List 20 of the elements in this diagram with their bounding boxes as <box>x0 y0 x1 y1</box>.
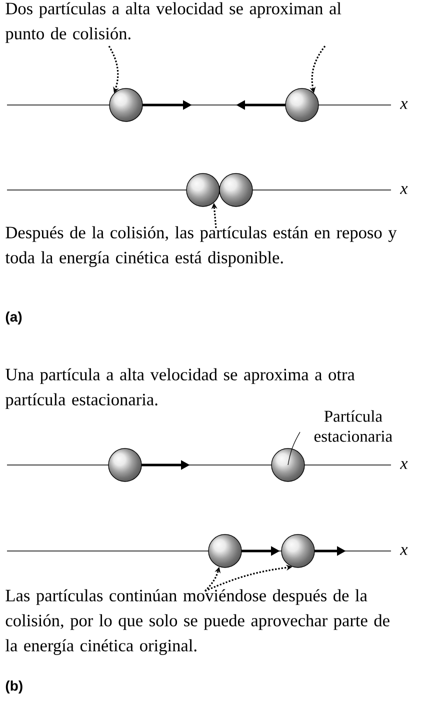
caption-text: Las partículas continúan moviéndose después de la colisión, por lo que solo se puede aprovechar parte de la energía cinética original. <box>6 589 390 655</box>
axis-label: x <box>400 101 408 109</box>
axis-label: x <box>400 461 408 469</box>
particle-sphere <box>109 88 143 122</box>
caption-text: Dos partículas a alta velocidad se aproximan al punto de colisión. <box>5 2 342 43</box>
particle-sphere <box>108 448 142 482</box>
particle-sphere <box>285 88 319 122</box>
caption-text: Una partícula a alta velocidad se aproxima a otra partícula estacionaria. <box>5 368 355 409</box>
particle-sphere <box>219 173 253 207</box>
particle-sphere <box>186 173 220 207</box>
axis-label: x <box>400 547 408 555</box>
particle-sphere <box>281 534 315 568</box>
particle-sphere <box>271 448 305 482</box>
leader-line <box>288 432 300 466</box>
caption-text: Después de la colisión, las partículas están en reposo y toda la energía cinética está disponible. <box>5 226 397 267</box>
panel-label: (a) <box>6 311 22 325</box>
particle-sphere <box>208 534 242 568</box>
panel-label: (b) <box>6 680 22 694</box>
caption-text: Partícula estacionaria <box>314 410 392 442</box>
axis-label: x <box>400 186 408 194</box>
